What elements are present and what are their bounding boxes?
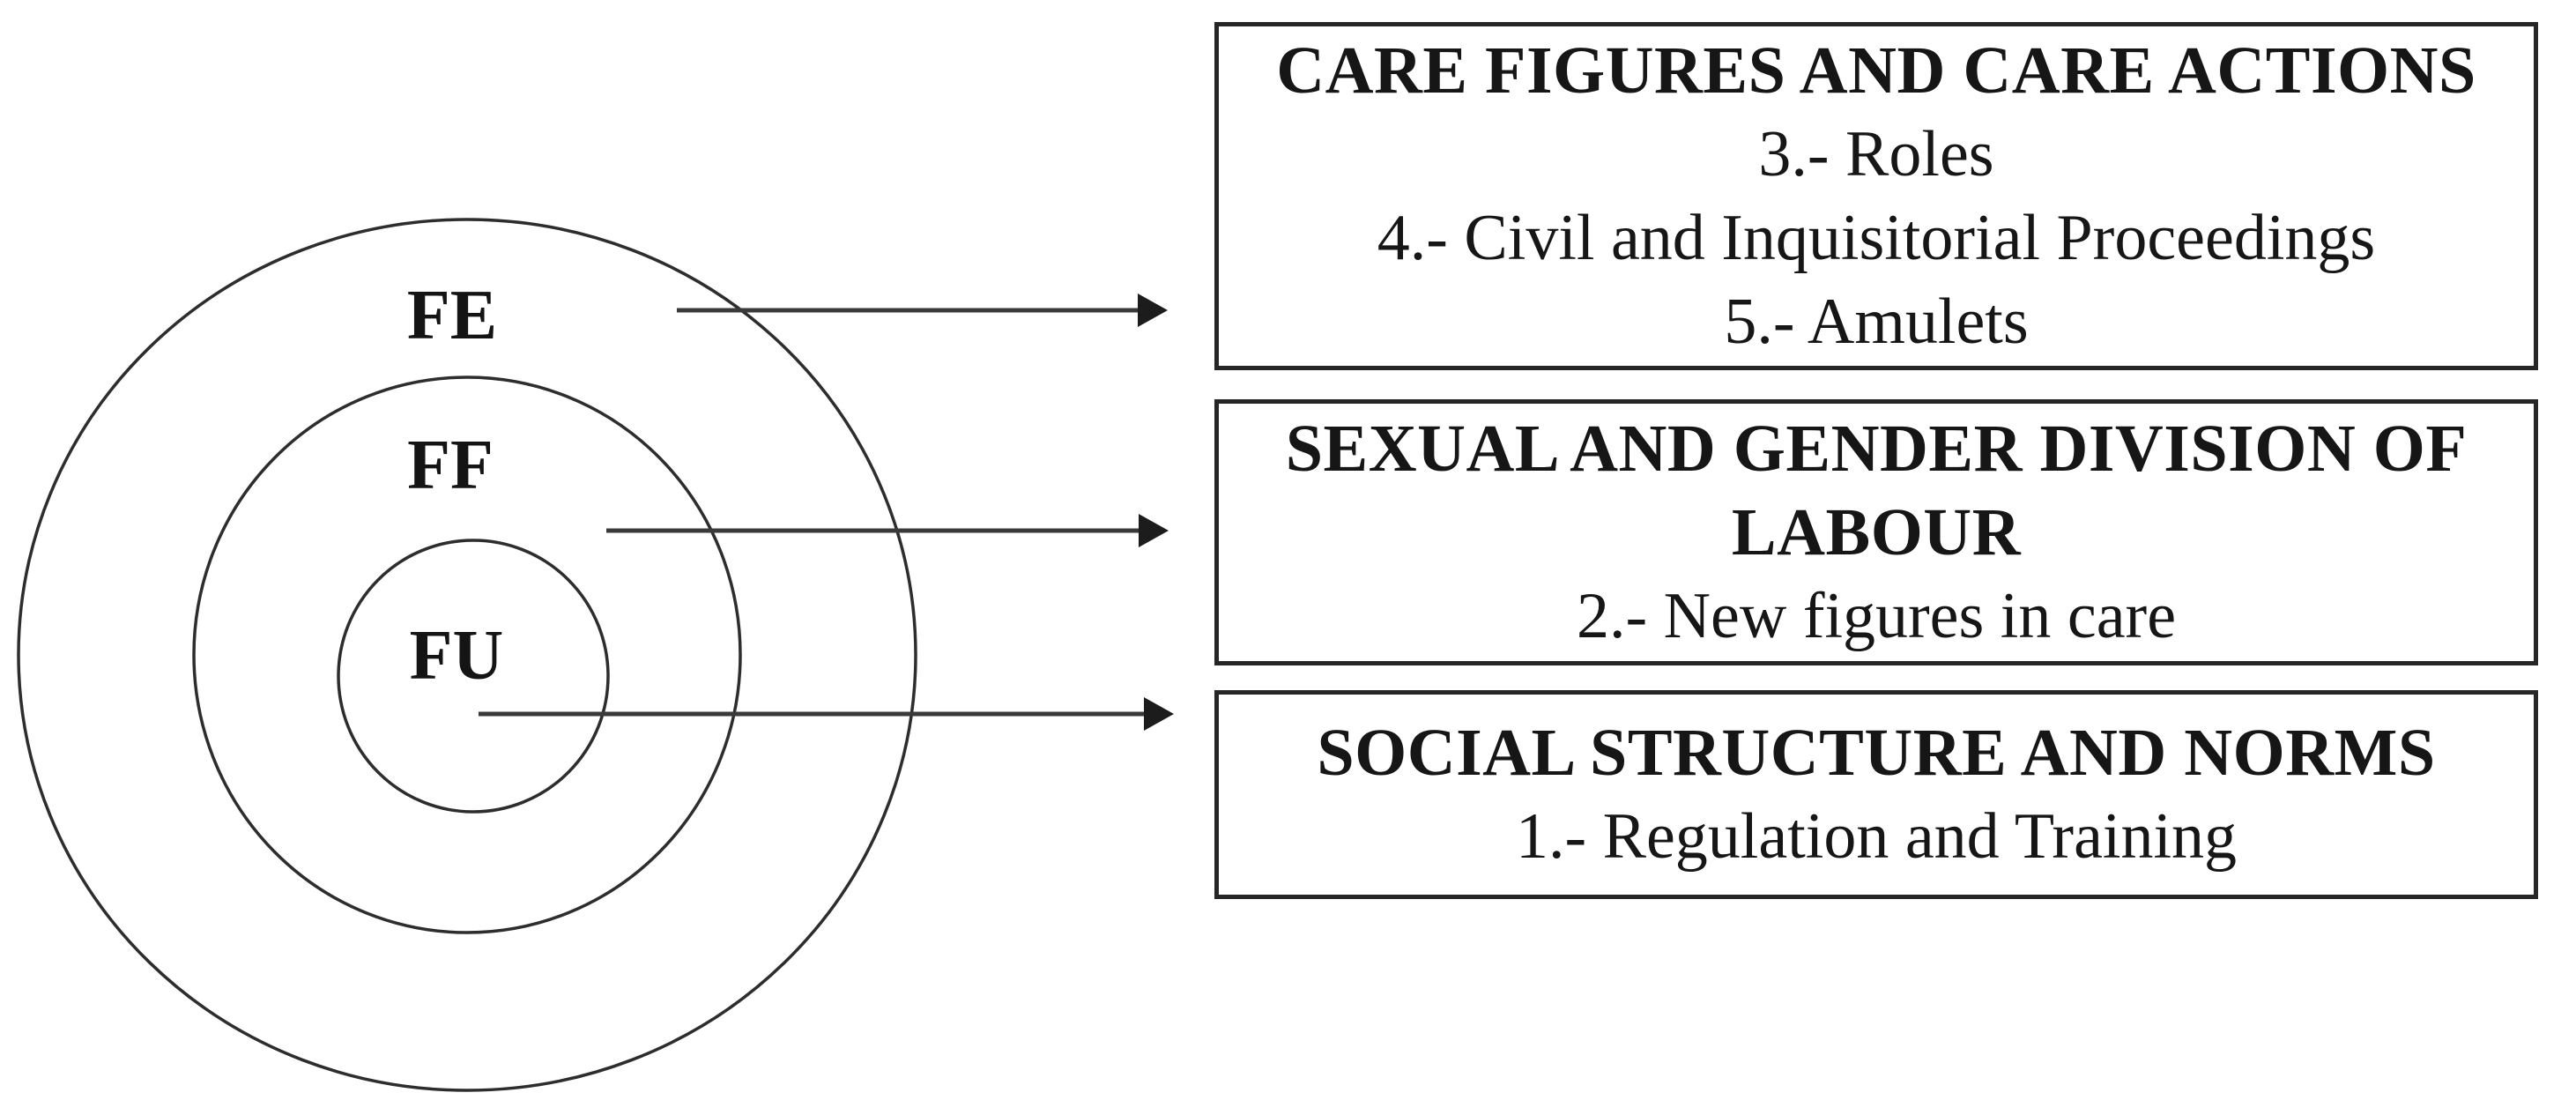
outer-circle [17,218,917,1092]
box-title: SEXUAL AND GENDER DIVISION OF LABOUR [1285,411,2468,569]
care-figures-box: CARE FIGURES AND CARE ACTIONS 3.- Roles … [1214,22,2538,370]
box-line: 3.- Roles [1758,117,1994,190]
box-line: 4.- Civil and Inquisitorial Proceedings [1377,201,2376,274]
box-line: 5.- Amulets [1724,285,2029,358]
inner-circle-label: FU [410,617,504,695]
box-title: CARE FIGURES AND CARE ACTIONS [1276,33,2476,108]
box-title: SOCIAL STRUCTURE AND NORMS [1317,715,2436,790]
labour-division-box: SEXUAL AND GENDER DIVISION OF LABOUR 2.-… [1214,399,2538,665]
box-line: 2.- New figures in care [1576,579,2177,652]
arrowhead-icon [1139,514,1169,547]
social-structure-box: SOCIAL STRUCTURE AND NORMS 1.- Regulatio… [1214,690,2538,899]
arrow-ff-to-labour-box [606,514,1169,547]
inner-circle [337,539,610,814]
arrowhead-icon [1138,294,1168,327]
arrow-fu-to-social-box [479,697,1174,731]
arrowhead-icon [1144,697,1174,731]
middle-circle-label: FF [407,427,494,504]
box-line: 1.- Regulation and Training [1515,799,2238,873]
outer-circle-label: FE [407,277,497,354]
middle-circle [192,375,742,934]
arrow-fe-to-care-box [677,294,1168,327]
